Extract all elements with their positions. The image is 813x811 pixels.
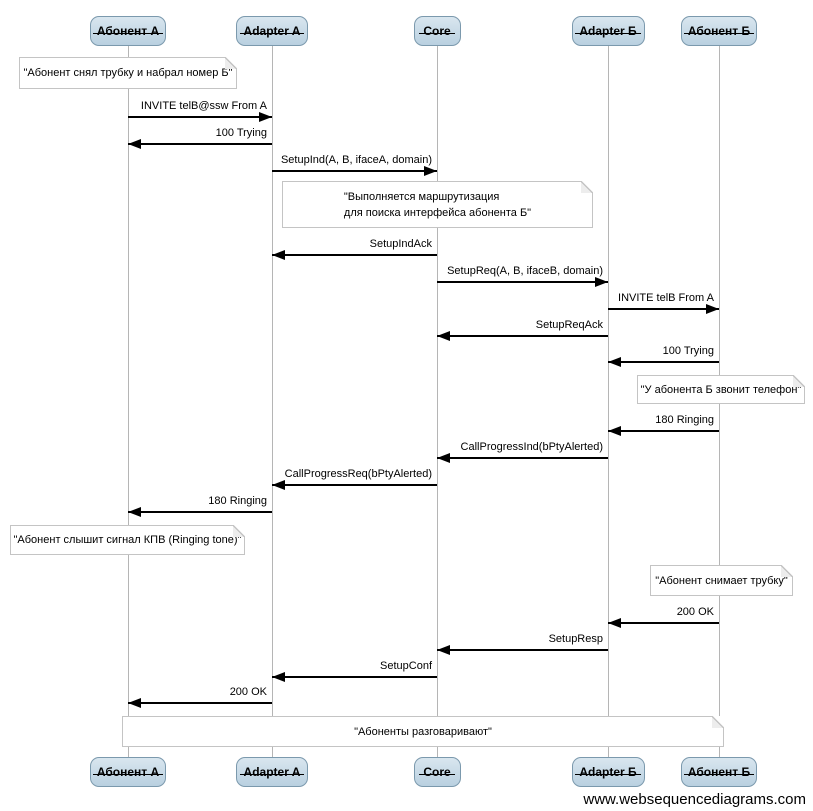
lifeline-3 [607,45,609,757]
message-line [128,702,272,704]
message-label: SetupInd(A, B, ifaceA, domain) [280,154,432,166]
note-fold-icon [793,375,805,387]
arrowhead-icon [272,480,285,490]
message-line [272,676,437,678]
message-line [128,143,272,145]
arrowhead-icon [272,250,285,260]
message-line [608,430,719,432]
arrowhead-icon [437,645,450,655]
message-label: 180 Ringing [208,495,267,507]
participant-label: Adapter Б [575,24,641,38]
lifeline-1 [271,45,273,757]
message-line [608,308,719,310]
arrowhead-icon [608,357,621,367]
message-label: CallProgressReq(bPtyAlerted) [284,468,432,480]
lifeline-0 [127,45,129,757]
note-line: "Абонент снимает трубку" [655,574,788,587]
note: "Выполняется маршрутизация для поиска инт… [282,181,593,228]
participant-label: Абонент Б [683,765,755,779]
participant-label: Adapter A [239,765,305,779]
participant-label: Adapter A [239,24,305,38]
note-line: "У абонента Б звонит телефон" [640,383,802,396]
note: "Абонент снял трубку и набрал номер Б" [19,57,237,89]
arrowhead-icon [706,304,719,314]
note: "Абонент слышит сигнал КПВ (Ringing tone… [10,525,245,555]
message-line [608,622,719,624]
note-line: "Абоненты разговаривают" [354,725,492,738]
message-label: 100 Trying [215,127,267,139]
message-line [437,335,608,337]
message-label: 200 OK [229,686,267,698]
message-line [272,484,437,486]
note-text: "Абонент снял трубку и набрал номер Б" [23,65,232,81]
message-line [272,170,437,172]
message-line [608,361,719,363]
message-label: CallProgressInd(bPtyAlerted) [460,441,603,453]
note-fold-icon [225,57,237,69]
participant-box-bottom-2: Core [413,757,461,787]
participant-box-bottom-4: Абонент Б [681,757,757,787]
arrowhead-icon [128,139,141,149]
note: "Абоненты разговаривают" [122,716,724,747]
arrowhead-icon [437,331,450,341]
message-line [128,511,272,513]
message-label: SetupConf [380,660,432,672]
message-label: 100 Trying [662,345,714,357]
participant-label: Абонент А [92,765,164,779]
message-label: 180 Ringing [655,414,714,426]
participant-box-top-2: Core [413,16,461,46]
message-line [437,649,608,651]
message-label: SetupReq(A, B, ifaceB, domain) [447,265,603,277]
note-text: "Абоненты разговаривают" [354,724,492,740]
participant-label: Core [419,24,456,38]
note-text: "Выполняется маршрутизация для поиска инт… [344,189,531,221]
note-line: "Абонент слышит сигнал КПВ (Ringing tone… [13,534,242,546]
participant-box-top-1: Adapter A [236,16,308,46]
arrowhead-icon [272,672,285,682]
note-fold-icon [712,716,724,728]
participant-label: Adapter Б [575,765,641,779]
arrowhead-icon [608,618,621,628]
note: "У абонента Б звонит телефон" [637,375,805,404]
arrowhead-icon [259,112,272,122]
watermark: www.websequencediagrams.com [583,791,806,808]
message-line [272,254,437,256]
arrowhead-icon [608,426,621,436]
note-fold-icon [581,181,593,193]
message-label: 200 OK [676,606,714,618]
note-text: "Абонент снимает трубку" [655,573,788,589]
participant-box-bottom-3: Adapter Б [571,757,645,787]
note-text: "У абонента Б звонит телефон" [641,382,802,398]
note-fold-icon [233,525,245,537]
message-line [437,281,608,283]
note-line: для поиска интерфейса абонента Б" [343,206,532,219]
arrowhead-icon [595,277,608,287]
participant-box-top-3: Adapter Б [571,16,645,46]
message-label: SetupResp [548,633,603,645]
note: "Абонент снимает трубку" [650,565,793,596]
participant-box-top-4: Абонент Б [681,16,757,46]
arrowhead-icon [128,698,141,708]
message-line [437,457,608,459]
message-line [128,116,272,118]
message-label: INVITE telB@ssw From A [140,100,267,112]
note-text: "Абонент слышит сигнал КПВ (Ringing tone… [14,532,242,548]
participant-box-top-0: Абонент А [90,16,166,46]
participant-label: Core [419,765,456,779]
participant-box-bottom-1: Adapter A [236,757,308,787]
arrowhead-icon [437,453,450,463]
message-label: SetupIndAck [369,238,432,250]
participant-label: Абонент Б [683,24,755,38]
participant-box-bottom-0: Абонент А [90,757,166,787]
note-line: "Абонент снял трубку и набрал номер Б" [23,67,233,79]
message-label: INVITE telB From A [618,292,714,304]
participant-label: Абонент А [92,24,164,38]
message-label: SetupReqAck [535,319,603,331]
note-fold-icon [781,565,793,577]
lifeline-2 [436,45,438,757]
arrowhead-icon [424,166,437,176]
note-line: "Выполняется маршрутизация [343,190,500,203]
arrowhead-icon [128,507,141,517]
